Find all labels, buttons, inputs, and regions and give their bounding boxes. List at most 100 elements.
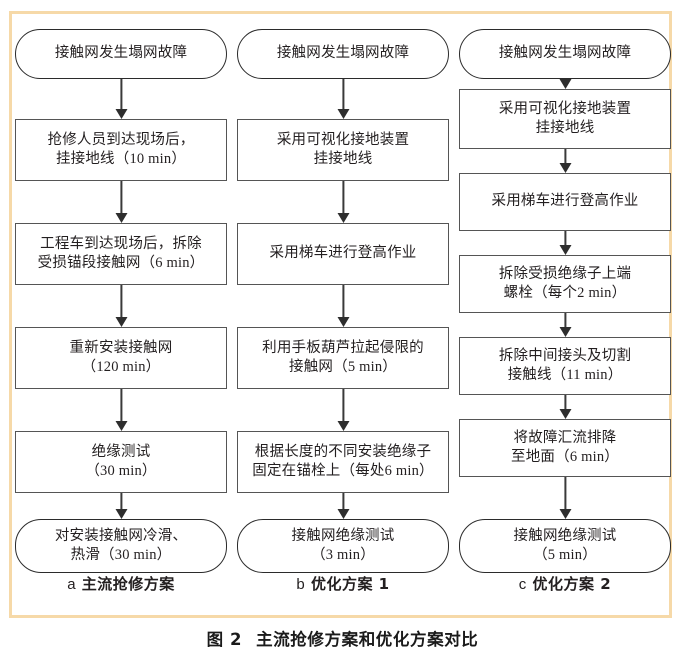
- flow-arrow-head: [115, 109, 127, 119]
- flow-arrow-head: [115, 509, 127, 519]
- flow-process-node: 采用可视化接地装置挂接地线: [237, 119, 449, 181]
- flow-process-node: 利用手板葫芦拉起侵限的接触网（5 min）: [237, 327, 449, 389]
- flow-node-text-line: 拆除中间接头及切割: [498, 347, 632, 364]
- flow-node-text: 根据长度的不同安装绝缘子固定在锚栓上（每处6 min）: [242, 443, 444, 481]
- flow-process-node: 采用梯车进行登高作业: [237, 223, 449, 285]
- flow-arrow-shaft: [119, 285, 123, 318]
- flow-node-text-line: 接触线（11 min）: [507, 367, 623, 383]
- flow-arrow-shaft: [341, 285, 345, 318]
- flow-terminal-node: 接触网绝缘测试 （3 min）: [237, 519, 449, 573]
- flow-node-text-line: 热滑（30 min）: [70, 547, 172, 563]
- flow-arrow-head: [337, 213, 349, 223]
- flow-node-text-line: 受损锚段接触网（6 min）: [37, 255, 205, 271]
- flow-arrow-down-icon: [115, 181, 128, 223]
- flow-node-text: 采用梯车进行登高作业: [242, 244, 444, 263]
- flow-node-text-line: 挂接地线: [313, 151, 373, 167]
- flow-node-text: 将故障汇流排降至地面（6 min）: [464, 429, 666, 467]
- flow-terminal-node: 接触网发生塌网故障: [15, 29, 227, 79]
- flow-arrow-down-icon: [337, 79, 350, 119]
- flow-process-node: 拆除中间接头及切割接触线（11 min）: [459, 337, 671, 395]
- flow-node-text-line: 利用手板葫芦拉起侵限的: [262, 339, 424, 356]
- flow-node-text-line: 采用可视化接地装置: [498, 100, 632, 117]
- flow-node-text: 接触网绝缘测试 （3 min）: [242, 527, 444, 565]
- flow-process-node: 重新安装接触网（120 min）: [15, 327, 227, 389]
- flow-arrow-shaft: [119, 389, 123, 422]
- flow-node-text: 抢修人员到达现场后，挂接地线（10 min）: [20, 131, 222, 169]
- flow-arrow-shaft: [119, 493, 123, 510]
- flow-node-text-line: 至地面（6 min）: [511, 449, 619, 465]
- flow-arrow-down-icon: [559, 79, 572, 89]
- flow-arrow-head: [559, 245, 571, 255]
- flow-terminal-node: 接触网绝缘测试（5 min）: [459, 519, 671, 573]
- flow-arrow-head: [559, 79, 571, 89]
- flow-node-text: 采用可视化接地装置挂接地线: [242, 131, 444, 169]
- flow-node-text-line: （3 min）: [311, 547, 375, 563]
- figure-caption-number: 图 2: [206, 630, 243, 649]
- flow-arrow-down-icon: [559, 313, 572, 337]
- flow-arrow-down-icon: [337, 181, 350, 223]
- flow-node-text-line: 挂接地线: [535, 120, 595, 136]
- flow-arrow-head: [559, 163, 571, 173]
- flow-node-text-line: 对安装接触网冷滑、: [54, 527, 188, 544]
- flow-node-text: 接触网发生塌网故障: [464, 44, 666, 63]
- column-caption-label-a: 主流抢修方案: [81, 575, 175, 593]
- flow-node-text-line: 工程车到达现场后，拆除: [40, 235, 202, 252]
- flow-node-text-line: 螺栓（每个2 min）: [503, 285, 627, 301]
- flowchart-column-c: c 优化方案 2 接触网发生塌网故障采用可视化接地装置挂接地线采用梯车进行登高作…: [459, 11, 671, 618]
- flow-arrow-head: [115, 317, 127, 327]
- flow-arrow-head: [115, 213, 127, 223]
- flowchart-column-a: a 主流抢修方案 接触网发生塌网故障抢修人员到达现场后，挂接地线（10 min）…: [15, 11, 227, 618]
- flow-node-text-line: 重新安装接触网: [69, 339, 173, 356]
- flow-node-text-line: 绝缘测试: [91, 443, 151, 460]
- column-caption-label-c: 优化方案 2: [532, 575, 612, 593]
- flow-arrow-head: [559, 409, 571, 419]
- flow-node-text: 工程车到达现场后，拆除受损锚段接触网（6 min）: [20, 235, 222, 273]
- flow-arrow-shaft: [341, 79, 345, 110]
- flow-node-text: 采用可视化接地装置挂接地线: [464, 100, 666, 138]
- flow-arrow-shaft: [563, 231, 567, 246]
- flow-process-node: 将故障汇流排降至地面（6 min）: [459, 419, 671, 477]
- flow-arrow-shaft: [341, 389, 345, 422]
- flow-node-text-line: 接触网发生塌网故障: [276, 45, 410, 62]
- flow-terminal-node: 接触网发生塌网故障: [459, 29, 671, 79]
- flow-node-text-line: 接触网（5 min）: [289, 359, 397, 375]
- flow-terminal-node: 接触网发生塌网故障: [237, 29, 449, 79]
- flow-arrow-down-icon: [559, 477, 572, 519]
- flow-node-text-line: 采用梯车进行登高作业: [491, 193, 639, 210]
- flow-node-text-line: （30 min）: [85, 463, 157, 479]
- flow-process-node: 拆除受损绝缘子上端螺栓（每个2 min）: [459, 255, 671, 313]
- flow-process-node: 根据长度的不同安装绝缘子固定在锚栓上（每处6 min）: [237, 431, 449, 493]
- flow-node-text-line: 抢修人员到达现场后，: [47, 131, 195, 148]
- flow-arrow-shaft: [341, 493, 345, 510]
- flow-node-text-line: 根据长度的不同安装绝缘子: [254, 443, 432, 460]
- flow-arrow-down-icon: [559, 395, 572, 419]
- flow-node-text-line: 接触网发生塌网故障: [498, 45, 632, 62]
- flow-arrow-shaft: [341, 181, 345, 214]
- flow-node-text: 对安装接触网冷滑、热滑（30 min）: [20, 527, 222, 565]
- flow-node-text: 接触网发生塌网故障: [20, 44, 222, 63]
- flow-node-text: 利用手板葫芦拉起侵限的接触网（5 min）: [242, 339, 444, 377]
- figure-caption-text: 主流抢修方案和优化方案对比: [256, 630, 479, 649]
- figure-caption: 图 2 主流抢修方案和优化方案对比: [0, 626, 685, 650]
- column-caption-b: b 优化方案 1: [237, 573, 449, 594]
- flow-node-text: 绝缘测试 （30 min）: [20, 443, 222, 481]
- flowchart-column-b: b 优化方案 1 接触网发生塌网故障采用可视化接地装置挂接地线采用梯车进行登高作…: [237, 11, 449, 618]
- flow-arrow-down-icon: [337, 285, 350, 327]
- flow-node-text: 拆除中间接头及切割接触线（11 min）: [464, 347, 666, 385]
- flow-arrow-down-icon: [115, 493, 128, 519]
- flow-node-text-line: 接触网绝缘测试: [291, 527, 395, 544]
- flow-arrow-head: [559, 327, 571, 337]
- flow-arrow-shaft: [563, 395, 567, 410]
- flow-arrow-head: [337, 509, 349, 519]
- flow-node-text-line: 采用可视化接地装置: [276, 131, 410, 148]
- flow-arrow-shaft: [119, 181, 123, 214]
- flow-node-text-line: 接触网发生塌网故障: [54, 45, 188, 62]
- flow-node-text: 拆除受损绝缘子上端螺栓（每个2 min）: [464, 265, 666, 303]
- flow-arrow-head: [337, 317, 349, 327]
- column-caption-a: a 主流抢修方案: [15, 573, 227, 594]
- column-caption-c: c 优化方案 2: [459, 573, 671, 594]
- flow-arrow-shaft: [563, 149, 567, 164]
- flow-arrow-head: [337, 421, 349, 431]
- flow-arrow-down-icon: [337, 493, 350, 519]
